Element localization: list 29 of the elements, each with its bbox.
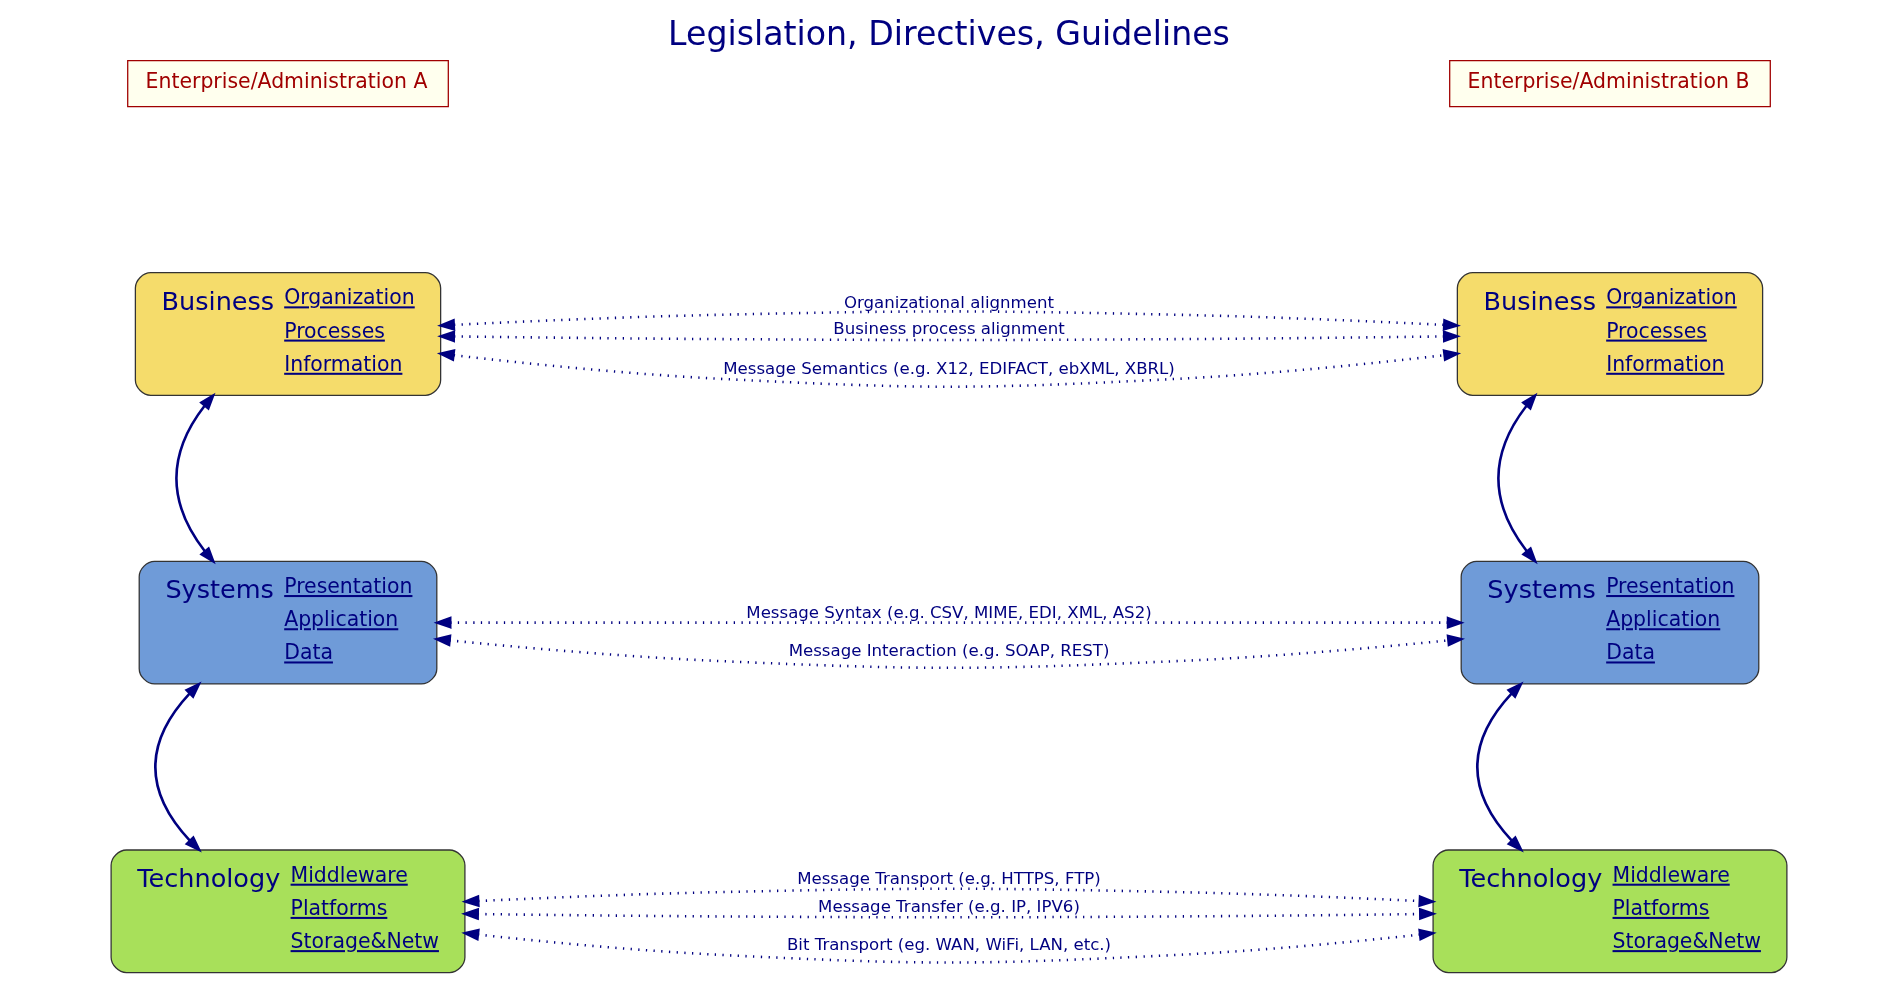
edge-label: Message Transfer (e.g. IP, IPV6) [818, 896, 1080, 916]
node-box: Systems Presentation Application Data [138, 560, 438, 685]
node-box: Technology Middleware Platforms Storage&Netw [110, 849, 466, 974]
arrow [461, 907, 1437, 921]
arrow [461, 887, 1437, 908]
arrow [437, 330, 1461, 343]
node-box: Systems Presentation Application Data [1460, 560, 1760, 685]
edge-label: Message Syntax (e.g. CSV, MIME, EDI, XML, AS2) [746, 603, 1152, 623]
arrow [175, 392, 216, 565]
node-box: Technology Middleware Platforms Storage&Netw [1432, 849, 1788, 974]
arrow [154, 681, 202, 853]
arrow [433, 616, 1465, 629]
node-box: Business Organization Processes Information [1456, 272, 1764, 396]
arrow [437, 310, 1461, 332]
node-box: Business Organization Processes Information [134, 272, 442, 396]
edge-label: Message Transport (e.g. HTTPS, FTP) [797, 868, 1101, 888]
edge-label: Bit Transport (eg. WAN, WiFi, LAN, etc.) [786, 935, 1112, 955]
edge-label: Message Semantics (e.g. X12, EDIFACT, ebXML, XBRL) [723, 359, 1175, 379]
arrow [461, 928, 1437, 964]
arrow [1497, 392, 1538, 565]
edge-label: Business process alignment [833, 319, 1065, 339]
edge-label: Organizational alignment [844, 292, 1054, 312]
diagram-title: Legislation, Directives, Guidelines [668, 14, 1230, 54]
node-box: Enterprise/Administration B [1449, 60, 1771, 108]
node-box: Enterprise/Administration A [127, 60, 449, 108]
arrow [433, 634, 1465, 670]
arrow [1476, 681, 1524, 853]
edge-label: Message Interaction (e.g. SOAP, REST) [788, 641, 1110, 661]
arrow [436, 349, 1462, 388]
